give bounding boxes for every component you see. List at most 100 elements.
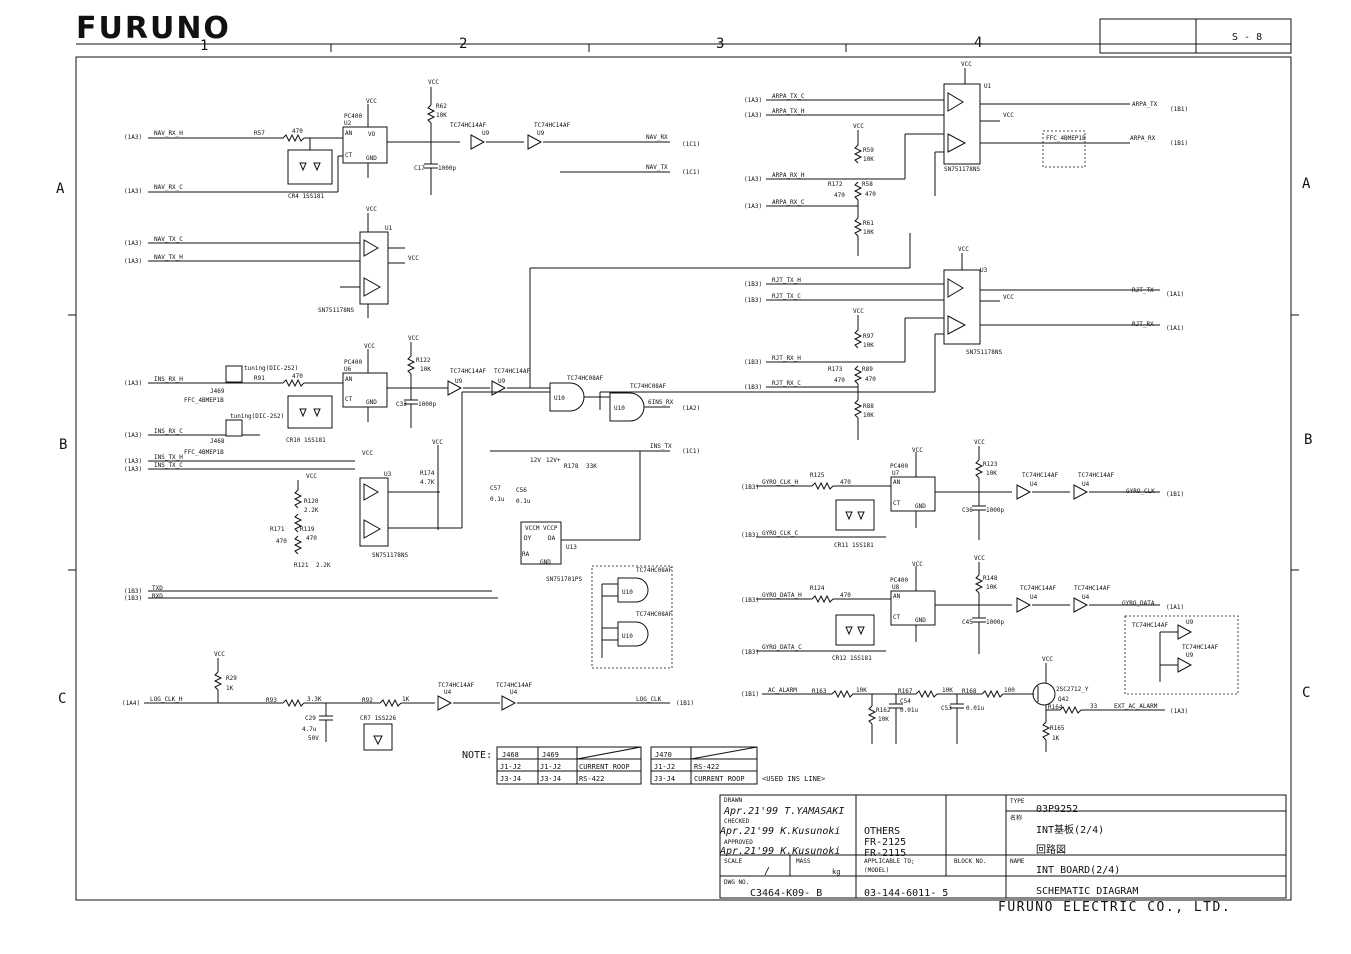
svg-text:C56: C56	[516, 487, 527, 494]
spare-gates-box: TC74HC08AF U10 TC74HC08AF U10	[591, 565, 673, 669]
svg-text:R58: R58	[862, 181, 873, 188]
ins-tx-circuit: (1A3) INS_TX_H (1A3) INS_TX_C VCC U3 SN7…	[124, 391, 700, 602]
svg-text:(1A1): (1A1)	[1166, 604, 1184, 611]
net-ins-rx-c: INS_RX_C	[154, 428, 183, 435]
svg-text:470: 470	[292, 128, 303, 135]
gyro-clk-circuit: (1B3) GYRO_CLK_H R125 470 CR11 1SS181 (1…	[741, 439, 1184, 549]
svg-text:C45: C45	[962, 619, 973, 626]
net-rxd: RXD	[152, 593, 163, 600]
svg-text:R61: R61	[863, 220, 874, 227]
svg-text:(1A3): (1A3)	[744, 203, 762, 210]
svg-text:FFC_4BMEP1B: FFC_4BMEP1B	[184, 397, 224, 404]
svg-text:U4: U4	[1030, 594, 1038, 601]
svg-text:(1B3): (1B3)	[744, 359, 762, 366]
svg-text:(1B3): (1B3)	[741, 532, 759, 539]
svg-text:(1B3): (1B3)	[744, 384, 762, 391]
svg-text:CR4 1SS181: CR4 1SS181	[288, 193, 325, 200]
svg-text:CT: CT	[345, 152, 353, 159]
net-ins-tx-h: INS_TX_H	[154, 454, 183, 461]
row-c-right: C	[1302, 685, 1310, 701]
net-ext-ac-alarm: EXT_AC_ALARM	[1114, 703, 1158, 710]
svg-text:1K: 1K	[226, 685, 234, 692]
svg-text:50V: 50V	[308, 735, 319, 742]
svg-text:U4: U4	[1030, 481, 1038, 488]
svg-text:GND: GND	[366, 399, 377, 406]
svg-text:(1C1): (1C1)	[682, 448, 700, 455]
svg-text:J469: J469	[210, 388, 225, 395]
svg-text:(1B3): (1B3)	[741, 649, 759, 656]
net-gyro-data: GYRO_DATA	[1122, 600, 1155, 607]
svg-text:(1A3): (1A3)	[744, 112, 762, 119]
line-driver-u1-arpa	[943, 83, 981, 165]
svg-text:TC74HC08AF: TC74HC08AF	[630, 383, 667, 390]
svg-text:J469: J469	[542, 751, 559, 759]
svg-text:C57: C57	[490, 485, 501, 492]
svg-text:VCC: VCC	[853, 123, 864, 130]
svg-text:TC74HC14AF: TC74HC14AF	[450, 368, 487, 375]
svg-text:TC74HC08AF: TC74HC08AF	[636, 611, 673, 618]
net-rjt-tx-c: RJT_TX_C	[772, 293, 801, 300]
net-log-clk-h: LOG_CLK_H	[150, 696, 183, 703]
and-gate-u10a	[549, 382, 585, 412]
svg-text:U9: U9	[482, 130, 490, 137]
svg-text:R173: R173	[828, 366, 843, 373]
svg-text:J470: J470	[655, 751, 672, 759]
net-nav-rx-c: NAV_RX_C	[154, 184, 183, 191]
column-4: 4	[974, 35, 982, 51]
svg-text:VCC: VCC	[1003, 112, 1014, 119]
svg-text:GND: GND	[540, 559, 551, 566]
svg-text:U10: U10	[622, 589, 633, 596]
rs232c-driver-u13	[520, 521, 562, 565]
svg-text:TC74HC14AF: TC74HC14AF	[1022, 472, 1059, 479]
svg-text:(1A1): (1A1)	[1166, 325, 1184, 332]
svg-text:(1A3): (1A3)	[1170, 708, 1188, 715]
svg-text:U4: U4	[510, 689, 518, 696]
svg-text:R119: R119	[300, 526, 315, 533]
net-ins-tx-c: INS_TX_C	[154, 462, 183, 469]
svg-text:(1A3): (1A3)	[124, 380, 142, 387]
svg-text:2SC2712_Y: 2SC2712_Y	[1056, 686, 1089, 693]
svg-text:470: 470	[865, 376, 876, 383]
net-gyro-clk-h: GYRO_CLK_H	[762, 479, 799, 486]
svg-text:U10: U10	[622, 633, 633, 640]
svg-text:10K: 10K	[863, 412, 874, 419]
svg-text:10K: 10K	[942, 687, 953, 694]
svg-text:33K: 33K	[586, 463, 597, 470]
svg-text:VCC: VCC	[958, 246, 969, 253]
svg-text:VCC: VCC	[362, 450, 373, 457]
title-block: DRAWN Apr.21'99 T.YAMASAKI CHECKED Apr.2…	[719, 794, 1287, 915]
diode-bridge-cr12	[835, 614, 875, 646]
svg-text:(1B1): (1B1)	[1166, 491, 1184, 498]
svg-text:TC74HC14AF: TC74HC14AF	[534, 122, 571, 129]
optocoupler-u7	[890, 476, 936, 512]
svg-text:10K: 10K	[420, 366, 431, 373]
net-gyro-clk-c: GYRO_CLK_C	[762, 530, 799, 537]
jumper-j469	[225, 365, 243, 383]
net-rjt-rx-c: RJT_RX_C	[772, 380, 801, 387]
svg-text:VCC: VCC	[1042, 656, 1053, 663]
svg-text:DY: DY	[524, 535, 532, 542]
svg-text:VCC: VCC	[974, 439, 985, 446]
svg-text:MASS: MASS	[796, 858, 811, 865]
svg-text:R124: R124	[810, 585, 825, 592]
svg-text:RA: RA	[522, 551, 530, 558]
svg-text:(1B1): (1B1)	[741, 691, 759, 698]
net-ac-alarm: AC_ALARM	[768, 687, 797, 694]
svg-text:SN751701PS: SN751701PS	[546, 576, 583, 583]
svg-text:CR12 1SS181: CR12 1SS181	[832, 655, 872, 662]
svg-text:1K: 1K	[1052, 735, 1060, 742]
svg-text:FR-2125: FR-2125	[864, 837, 906, 848]
net-gyro-data-c: GYRO_DATA_C	[762, 644, 802, 651]
svg-text:U2: U2	[344, 120, 352, 127]
svg-text:FFC_4BMEP1B: FFC_4BMEP1B	[184, 449, 224, 456]
svg-text:<USED INS LINE>: <USED INS LINE>	[762, 775, 825, 783]
svg-text:VCC: VCC	[364, 343, 375, 350]
svg-text:(1A4): (1A4)	[122, 700, 140, 707]
svg-text:(1A3): (1A3)	[124, 458, 142, 465]
jumper-note: NOTE: J468 J469 J1-J2 J1-J2 CURRENT ROOP…	[462, 746, 825, 785]
svg-text:DA: DA	[548, 535, 556, 542]
net-rjt-rx: RJT_RX	[1132, 321, 1154, 328]
svg-text:回路図: 回路図	[1036, 843, 1066, 856]
svg-text:DRAWN: DRAWN	[724, 797, 742, 804]
svg-text:J1-J2: J1-J2	[500, 763, 521, 771]
